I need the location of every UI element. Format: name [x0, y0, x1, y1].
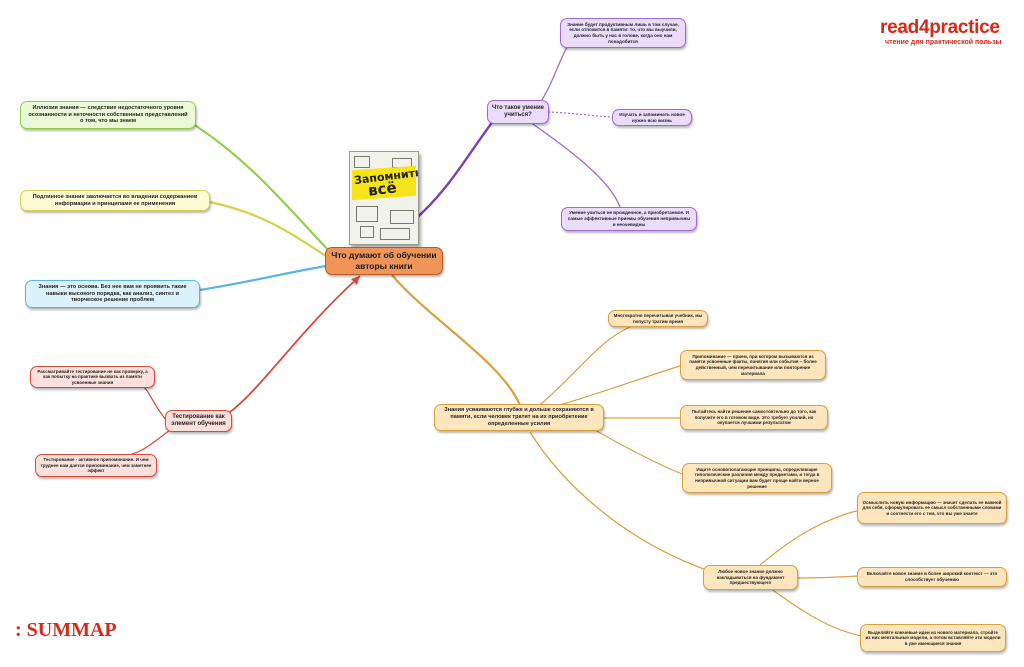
- node-illusion-label: Иллюзия знания — следствие недостаточног…: [28, 104, 188, 125]
- node-illusion[interactable]: Иллюзия знания — следствие недостаточног…: [20, 101, 196, 129]
- link-testing-2: [117, 429, 171, 458]
- book-title-line2: всё: [367, 178, 398, 200]
- read4practice-logo: read4practice: [880, 17, 1000, 38]
- cover-doodle: [360, 226, 374, 238]
- node-anchor-3[interactable]: Выделяйте ключевые идеи из нового матери…: [860, 624, 1006, 652]
- node-testing-2[interactable]: Тестирование - активное припоминание. И …: [35, 454, 157, 477]
- node-testing-label: Тестирование как элемент обучения: [171, 413, 226, 428]
- central-topic[interactable]: Что думают об обучении авторы книги: [325, 247, 443, 275]
- node-deeper-2[interactable]: Припоминание — прием, при котором вызыва…: [680, 350, 826, 380]
- link-deeper-1: [539, 326, 631, 406]
- arrowhead-testing: [351, 276, 360, 285]
- node-anchor-1[interactable]: Осмыслить новую информацию — значит сдел…: [857, 492, 1007, 524]
- node-deeper-label: Знания усваиваются глубже и дольше сохра…: [444, 407, 594, 427]
- link-anchor-3: [769, 587, 863, 637]
- link-central-what-is: [411, 111, 501, 223]
- node-deeper-1[interactable]: Многократно перечитывая учебник, мы попу…: [608, 310, 708, 327]
- node-what-is[interactable]: Что такое умение учиться?: [487, 100, 549, 124]
- logo-tagline: чтение для практической пользы: [885, 39, 1002, 46]
- node-deeper-4[interactable]: Ищите основополагающие принципы, определ…: [682, 463, 832, 493]
- node-what-is-1-label: Знание будет продуктивным лишь в том слу…: [567, 21, 679, 44]
- node-deeper-4-label: Ищите основополагающие принципы, определ…: [694, 466, 820, 489]
- node-deeper-3[interactable]: Пытайтесь найти решение самостоятельно д…: [680, 405, 828, 430]
- link-anchor-2: [796, 575, 859, 579]
- node-testing-2-label: Тестирование - активное припоминание. И …: [40, 457, 152, 474]
- node-what-is-1[interactable]: Знание будет продуктивным лишь в том слу…: [560, 18, 686, 48]
- link-deeper-anchor: [529, 431, 713, 573]
- link-what-is-2: [547, 111, 613, 118]
- link-central-true: [209, 200, 327, 257]
- node-what-is-2[interactable]: Изучать и запоминать новое нужно всю жиз…: [612, 109, 692, 126]
- link-central-illusion: [189, 121, 331, 253]
- node-true-knowledge-label: Подлинное знание заключается во владении…: [32, 193, 198, 207]
- node-anchor-3-label: Выделяйте ключевые идеи из нового матери…: [865, 629, 1001, 646]
- cover-doodle: [390, 210, 414, 224]
- summap-footer-logo: : SUMMAP: [15, 619, 117, 641]
- node-anchor-1-label: Осмыслить новую информацию — значит сдел…: [862, 499, 1002, 516]
- link-central-testing: [229, 275, 361, 413]
- node-deeper[interactable]: Знания усваиваются глубже и дольше сохра…: [434, 404, 604, 431]
- node-anchor[interactable]: Любое новое знание должно накладываться …: [703, 565, 798, 590]
- link-anchor-1: [759, 509, 861, 566]
- link-what-is-3: [529, 121, 621, 208]
- cover-doodle: [354, 156, 370, 168]
- node-what-is-3[interactable]: Умение учиться не врожденное, а приобрет…: [561, 207, 697, 231]
- cover-doodle: [356, 206, 378, 222]
- link-testing-1: [139, 383, 167, 421]
- link-deeper-4: [594, 429, 683, 475]
- node-basis[interactable]: Знания — это основа. Без нее вам не проя…: [25, 280, 200, 308]
- node-deeper-2-label: Припоминание — прием, при котором вызыва…: [689, 353, 817, 376]
- node-what-is-3-label: Умение учиться не врожденное, а приобрет…: [567, 210, 691, 227]
- node-testing[interactable]: Тестирование как элемент обучения: [165, 410, 232, 432]
- node-testing-1-label: Рассматривайте тестирование не как прове…: [37, 368, 148, 385]
- node-deeper-3-label: Пытайтесь найти решение самостоятельно д…: [691, 409, 817, 426]
- central-topic-label: Что думают об обучении авторы книги: [331, 250, 437, 271]
- node-true-knowledge[interactable]: Подлинное знание заключается во владении…: [20, 190, 210, 211]
- node-deeper-1-label: Многократно перечитывая учебник, мы попу…: [613, 312, 703, 324]
- node-basis-label: Знания — это основа. Без нее вам не проя…: [38, 283, 187, 304]
- link-deeper-2: [559, 365, 681, 406]
- link-what-is-1: [539, 39, 573, 104]
- node-anchor-2-label: Включайте новое знание в более широкий к…: [866, 571, 998, 582]
- node-anchor-2[interactable]: Включайте новое знание в более широкий к…: [857, 567, 1007, 587]
- node-anchor-label: Любое новое знание должно накладываться …: [716, 569, 785, 586]
- link-central-basis: [199, 264, 327, 292]
- cover-doodle: [380, 228, 410, 240]
- book-cover-image: Запомнить всё: [349, 151, 419, 245]
- node-testing-1[interactable]: Рассматривайте тестирование не как прове…: [30, 366, 155, 388]
- node-what-is-2-label: Изучать и запоминать новое нужно всю жиз…: [619, 111, 685, 123]
- link-central-deeper: [391, 274, 522, 406]
- node-what-is-label: Что такое умение учиться?: [492, 104, 544, 119]
